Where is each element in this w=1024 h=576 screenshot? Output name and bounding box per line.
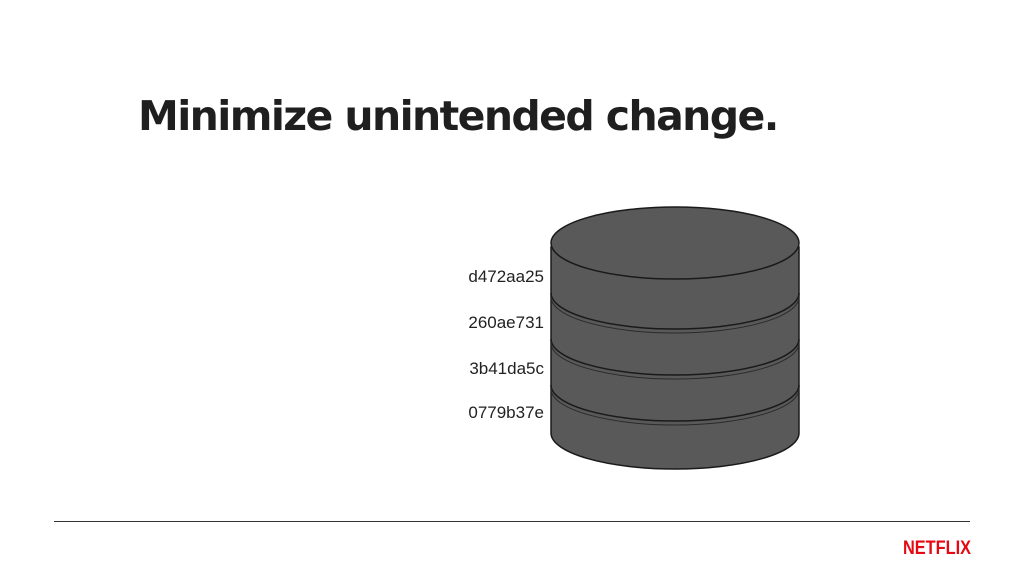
svg-text:NETFLIX: NETFLIX bbox=[903, 538, 971, 558]
commit-hash: 0779b37e bbox=[468, 403, 544, 422]
commit-hash: d472aa25 bbox=[468, 267, 544, 286]
commit-hash: 260ae731 bbox=[468, 313, 544, 332]
database-layer-line bbox=[550, 296, 800, 334]
database-top bbox=[550, 206, 800, 280]
slide-title: Minimize unintended change. bbox=[138, 92, 779, 140]
footer-divider bbox=[54, 521, 970, 522]
database-body bbox=[550, 246, 800, 470]
commit-hash: 3b41da5c bbox=[469, 359, 544, 378]
database-cylinder-icon bbox=[550, 206, 800, 470]
database-layer-line bbox=[550, 384, 800, 422]
database-layer-line bbox=[550, 388, 800, 426]
database-layer-line bbox=[550, 342, 800, 380]
netflix-logo: NETFLIX bbox=[903, 538, 971, 558]
database-layer-line bbox=[550, 338, 800, 376]
database-layer-line bbox=[550, 292, 800, 330]
